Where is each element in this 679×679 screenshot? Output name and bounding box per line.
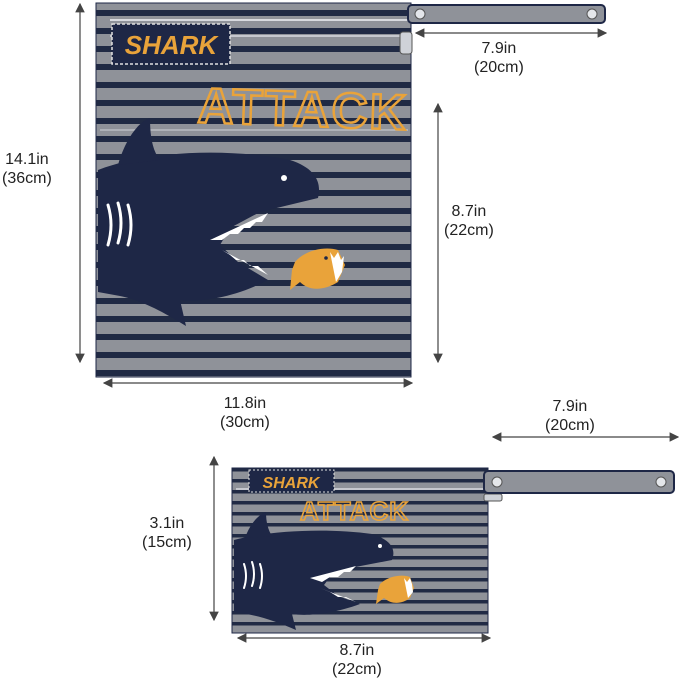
large-width-inches: 11.8in <box>223 395 267 412</box>
snap-button-icon <box>491 476 503 488</box>
large-width-label: 11.8in (30cm) <box>220 394 270 432</box>
small-bag-small-fish <box>376 575 414 604</box>
small-height-cm: (15cm) <box>142 534 192 551</box>
large-bag-badge-text: SHARK <box>125 30 220 60</box>
large-bag-shark-illustration <box>98 118 320 326</box>
small-height-label: 3.1in (15cm) <box>142 514 192 552</box>
shark-eye-icon <box>281 175 287 181</box>
large-pocket-height-label: 8.7in (22cm) <box>444 202 494 240</box>
small-bag-shark-badge: SHARK <box>248 469 335 493</box>
small-bag-zipper-pull-icon <box>483 493 503 502</box>
small-bag-dimension-lines <box>209 432 679 643</box>
small-bag-headline-text: ATTACK <box>300 496 409 526</box>
large-pocket-height-inches: 8.7in <box>451 203 487 220</box>
shark-icon <box>234 530 394 630</box>
large-height-inches: 14.1in <box>5 151 49 168</box>
fish-icon <box>290 248 345 290</box>
small-bag-strap <box>483 470 675 494</box>
large-strap-length-label: 7.9in (20cm) <box>474 39 524 77</box>
shark-icon <box>98 152 320 326</box>
small-bag-badge-text: SHARK <box>263 475 321 492</box>
snap-button-icon <box>414 8 426 20</box>
large-height-cm: (36cm) <box>2 170 52 187</box>
fish-icon <box>376 575 414 604</box>
snap-button-icon <box>655 476 667 488</box>
small-width-cm: (22cm) <box>332 661 382 678</box>
small-strap-length-label: 7.9in (20cm) <box>545 397 595 435</box>
large-bag-small-fish <box>290 248 345 290</box>
small-strap-cm: (20cm) <box>545 417 595 434</box>
large-bag-zipper-pull-icon <box>399 31 413 55</box>
large-bag-shark-badge: SHARK <box>111 23 231 65</box>
large-pocket-height-cm: (22cm) <box>444 222 494 239</box>
small-strap-inches: 7.9in <box>552 398 588 415</box>
small-wet-bag: SHARK ATTACK <box>231 467 675 634</box>
shark-eye-icon <box>378 544 382 548</box>
large-bag-dimension-lines <box>75 2 608 388</box>
shark-teeth <box>210 213 268 275</box>
large-strap-inches: 7.9in <box>481 40 517 57</box>
shark-gills <box>106 201 133 247</box>
small-width-label: 8.7in (22cm) <box>332 641 382 679</box>
large-height-label: 14.1in (36cm) <box>2 150 52 188</box>
small-height-inches: 3.1in <box>149 515 185 532</box>
large-strap-cm: (20cm) <box>474 59 524 76</box>
shark-dorsal-fin <box>118 118 160 165</box>
large-width-cm: (30cm) <box>220 414 270 431</box>
large-bag-headline-text: ATTACK <box>197 77 409 140</box>
large-bag-strap <box>407 4 606 24</box>
large-wet-bag: SHARK ATTACK <box>95 2 606 378</box>
small-bag-shark-illustration <box>234 512 394 630</box>
small-width-inches: 8.7in <box>339 642 375 659</box>
snap-button-icon <box>586 8 598 20</box>
